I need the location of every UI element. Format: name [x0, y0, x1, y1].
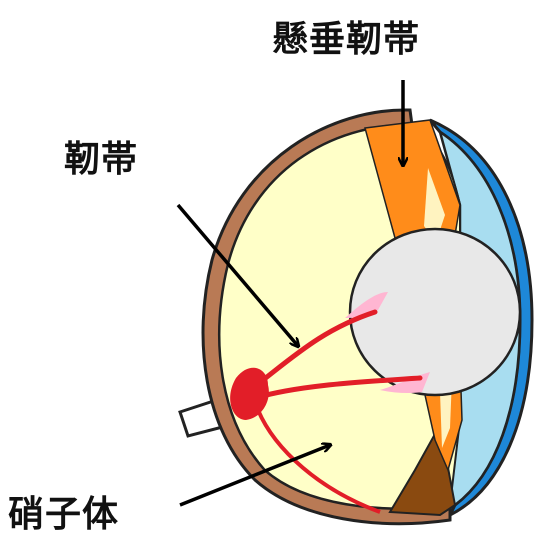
eye-diagram [0, 0, 538, 543]
